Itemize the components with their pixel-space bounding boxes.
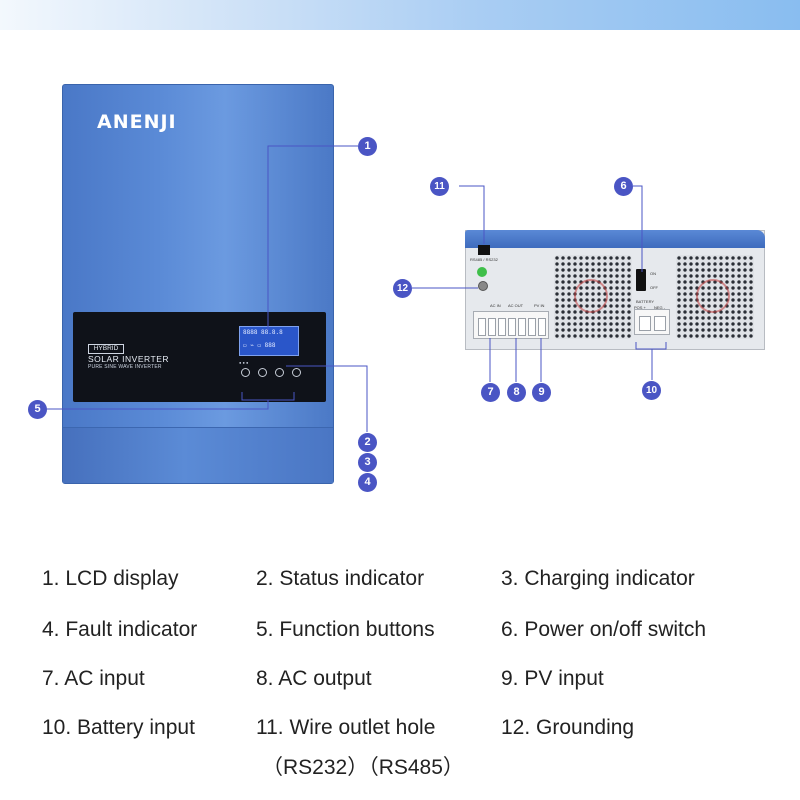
inverter-front: ANENJI HYBRID SOLAR INVERTER PURE SINE W… — [62, 84, 334, 484]
vent-grille-left — [554, 255, 632, 339]
callout-badge: 11 — [430, 177, 449, 196]
ac-in-label: AC IN — [490, 303, 501, 308]
status-leds: ● ● ● — [239, 360, 249, 365]
legend-item: 10. Battery input — [42, 716, 195, 739]
legend-item: 9. PV input — [501, 667, 604, 690]
callout-badge: 2 — [358, 433, 377, 452]
callout-badge: 6 — [614, 177, 633, 196]
legend-item: 12. Grounding — [501, 716, 635, 739]
lcd-display: 8888 88.8.8 ▭ ⌁ ▭ 888 — [239, 326, 299, 356]
product-label: SOLAR INVERTER — [88, 354, 170, 364]
callout-badge: 12 — [393, 279, 412, 298]
legend-item: 8. AC output — [256, 667, 372, 690]
rear-lid — [465, 230, 765, 248]
callout-badge: 4 — [358, 473, 377, 492]
fan-icon — [696, 279, 730, 313]
rs-port-label: RS485 / RS232 — [470, 257, 498, 262]
legend-item: 5. Function buttons — [256, 618, 435, 641]
function-button-2[interactable] — [258, 368, 267, 377]
callout-badge: 8 — [507, 383, 526, 402]
legend-item: 6. Power on/off switch — [501, 618, 707, 641]
legend-item-extra: （RS232）（RS485） — [262, 756, 464, 779]
legend-item: 7. AC input — [42, 667, 145, 690]
power-switch[interactable] — [636, 269, 646, 291]
legend-item: 1. LCD display — [42, 567, 179, 590]
function-button-3[interactable] — [275, 368, 284, 377]
battery-slot — [639, 316, 651, 331]
terminal-slot — [508, 318, 516, 336]
terminal-slot — [488, 318, 496, 336]
terminal-slot — [538, 318, 546, 336]
ac-out-label: AC OUT — [508, 303, 524, 308]
legend-item: 4. Fault indicator — [42, 618, 198, 641]
switch-on-label: ON — [650, 271, 656, 276]
pv-in-label: PV IN — [534, 303, 545, 308]
legend-item: 3. Charging indicator — [501, 567, 695, 590]
battery-terminal — [634, 309, 670, 335]
terminal-block — [473, 311, 549, 339]
switch-off-label: OFF — [650, 285, 658, 290]
terminal-slot — [518, 318, 526, 336]
legend-item: 2. Status indicator — [256, 567, 425, 590]
rs-port — [478, 245, 490, 255]
header-band — [0, 0, 800, 30]
function-button-4[interactable] — [292, 368, 301, 377]
legend-item: 11. Wire outlet hole — [256, 716, 436, 739]
callout-badge: 7 — [481, 383, 500, 402]
inverter-rear: RS485 / RS232 AC IN AC OUT PV IN ON OFF … — [465, 230, 765, 350]
callout-badge: 3 — [358, 453, 377, 472]
vent-grille-right — [676, 255, 754, 339]
callout-badge: 9 — [532, 383, 551, 402]
battery-neg-label: NEG - — [654, 305, 666, 310]
lcd-segments-top: 8888 88.8.8 — [243, 329, 283, 336]
hybrid-label: HYBRID — [88, 344, 124, 354]
ground-screw — [478, 281, 488, 291]
terminal-slot — [478, 318, 486, 336]
terminal-slot — [498, 318, 506, 336]
terminal-slot — [528, 318, 536, 336]
control-panel: HYBRID SOLAR INVERTER PURE SINE WAVE INV… — [73, 312, 326, 402]
function-button-1[interactable] — [241, 368, 250, 377]
lcd-segments-bottom: ▭ ⌁ ▭ 888 — [243, 342, 276, 349]
brand-logo: ANENJI — [97, 111, 177, 133]
subtitle-label: PURE SINE WAVE INVERTER — [88, 364, 162, 370]
battery-label: BATTERY — [636, 299, 655, 304]
callout-badge: 5 — [28, 400, 47, 419]
bottom-cover — [63, 427, 333, 483]
battery-pos-label: POS + — [634, 305, 646, 310]
battery-slot — [654, 316, 666, 331]
callout-badge: 1 — [358, 137, 377, 156]
fan-icon — [574, 279, 608, 313]
ground-indicator-icon — [477, 267, 487, 277]
callout-badge: 10 — [642, 381, 661, 400]
